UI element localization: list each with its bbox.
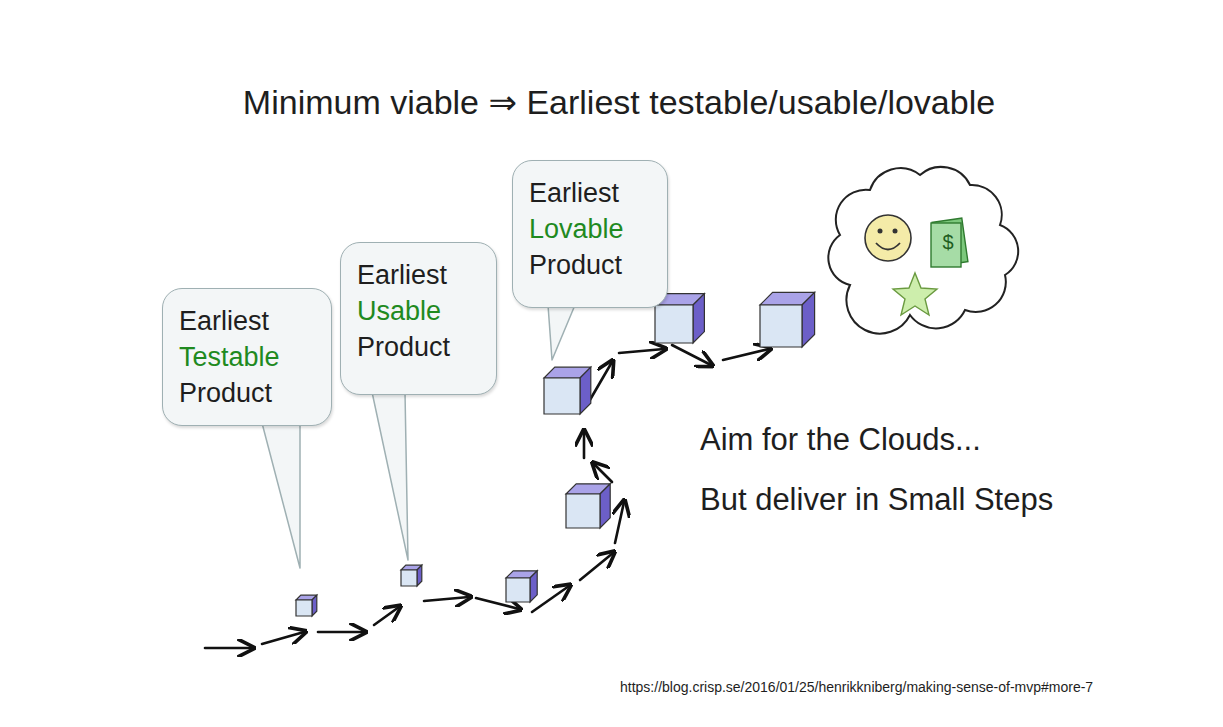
speech-bubble: Earliest Testable Product [162,288,332,426]
bubble-tail [548,305,575,360]
bubble-text: Earliest Lovable Product [529,175,624,283]
bubble-tail [372,392,408,560]
slogan-text: Aim for the Clouds... [700,422,981,458]
bubble-text: Earliest Usable Product [357,257,450,365]
bubble-tail [262,423,300,568]
title: Minimum viable ⇒ Earliest testable/usabl… [20,82,1218,122]
speech-bubble: Earliest Usable Product [340,242,497,395]
source-url: https://blog.crisp.se/2016/01/25/henrikk… [620,679,1093,695]
slogan-text: But deliver in Small Steps [700,482,1053,518]
speech-bubble: Earliest Lovable Product [512,160,668,308]
bubble-text: Earliest Testable Product [179,303,280,411]
bill-symbol: $ [934,231,962,254]
dream-cloud [828,167,1018,334]
